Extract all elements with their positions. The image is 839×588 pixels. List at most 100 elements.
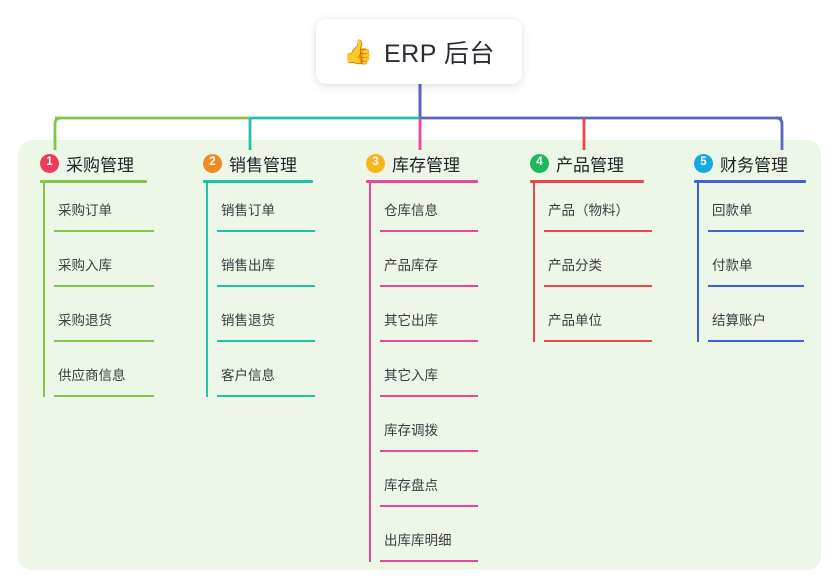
column-5: 5 财务管理回款单付款单结算账户 <box>694 150 806 348</box>
leaf-item-underline <box>544 230 652 232</box>
column-title: 库存管理 <box>392 155 460 175</box>
leaf-item-label: 供应商信息 <box>58 368 126 383</box>
branch-spine <box>206 183 208 397</box>
diagram-panel <box>18 140 821 570</box>
leaf-item[interactable]: 销售退货 <box>203 293 315 348</box>
leaf-item[interactable]: 产品单位 <box>530 293 652 348</box>
leaf-item-underline <box>544 285 652 287</box>
column-header-3[interactable]: 3 库存管理 <box>366 150 478 176</box>
column-items: 销售订单销售出库销售退货客户信息 <box>203 183 315 403</box>
column-header-5[interactable]: 5 财务管理 <box>694 150 806 176</box>
leaf-item-label: 销售退货 <box>221 313 275 328</box>
leaf-item-underline <box>380 560 478 562</box>
column-underline <box>366 180 478 183</box>
column-title: 产品管理 <box>556 155 624 175</box>
column-2: 2 销售管理销售订单销售出库销售退货客户信息 <box>203 150 315 403</box>
root-title: ERP 后台 <box>383 39 495 68</box>
column-3: 3 库存管理仓库信息产品库存其它出库其它入库库存调拨库存盘点出库库明细 <box>366 150 478 568</box>
leaf-item-label: 出库库明细 <box>384 533 452 548</box>
branch-spine <box>533 183 535 342</box>
leaf-item[interactable]: 产品（物料） <box>530 183 652 238</box>
leaf-item[interactable]: 出库库明细 <box>366 513 478 568</box>
branch-spine <box>369 183 371 562</box>
leaf-item-underline <box>217 395 315 397</box>
leaf-item[interactable]: 库存盘点 <box>366 458 478 513</box>
leaf-item-label: 仓库信息 <box>384 203 438 218</box>
leaf-item-underline <box>217 340 315 342</box>
leaf-item-underline <box>217 285 315 287</box>
leaf-item-underline <box>380 395 478 397</box>
leaf-item[interactable]: 采购入库 <box>40 238 154 293</box>
leaf-item[interactable]: 销售订单 <box>203 183 315 238</box>
column-badge-icon: 2 <box>203 153 222 173</box>
leaf-item[interactable]: 供应商信息 <box>40 348 154 403</box>
column-items: 仓库信息产品库存其它出库其它入库库存调拨库存盘点出库库明细 <box>366 183 478 568</box>
leaf-item-underline <box>380 340 478 342</box>
leaf-item-underline <box>54 285 154 287</box>
leaf-item[interactable]: 产品库存 <box>366 238 478 293</box>
leaf-item[interactable]: 库存调拨 <box>366 403 478 458</box>
root-node[interactable]: 👍 ERP 后台 <box>316 19 522 84</box>
leaf-item-label: 产品库存 <box>384 258 438 273</box>
leaf-item-label: 结算账户 <box>712 313 766 328</box>
column-title: 采购管理 <box>66 155 134 175</box>
leaf-item[interactable]: 产品分类 <box>530 238 652 293</box>
leaf-item-underline <box>380 285 478 287</box>
column-underline <box>530 180 644 183</box>
leaf-item-underline <box>380 505 478 507</box>
leaf-item[interactable]: 其它入库 <box>366 348 478 403</box>
column-4: 4 产品管理产品（物料） 产品分类产品单位 <box>530 150 652 348</box>
leaf-item-label: 其它入库 <box>384 368 438 383</box>
leaf-item-underline <box>708 230 804 232</box>
column-underline <box>203 180 313 183</box>
thumbs-up-icon: 👍 <box>343 37 373 66</box>
branch-spine <box>43 183 45 397</box>
leaf-item-label: 库存调拨 <box>384 423 438 438</box>
column-1: 1 采购管理采购订单采购入库采购退货供应商信息 <box>40 150 154 403</box>
leaf-item-label: 客户信息 <box>221 368 275 383</box>
column-underline <box>694 180 806 183</box>
column-items: 产品（物料） 产品分类产品单位 <box>530 183 652 348</box>
leaf-item[interactable]: 结算账户 <box>694 293 806 348</box>
leaf-item[interactable]: 采购订单 <box>40 183 154 238</box>
column-title: 销售管理 <box>229 155 297 175</box>
column-badge-icon: 3 <box>366 153 385 173</box>
column-items: 采购订单采购入库采购退货供应商信息 <box>40 183 154 403</box>
column-header-2[interactable]: 2 销售管理 <box>203 150 313 176</box>
column-items: 回款单付款单结算账户 <box>694 183 806 348</box>
column-badge-icon: 1 <box>40 153 59 173</box>
column-badge-icon: 5 <box>694 153 713 173</box>
leaf-item-underline <box>380 230 478 232</box>
leaf-item[interactable]: 付款单 <box>694 238 806 293</box>
column-title: 财务管理 <box>720 155 788 175</box>
leaf-item-label: 采购退货 <box>58 313 112 328</box>
leaf-item[interactable]: 其它出库 <box>366 293 478 348</box>
leaf-item-underline <box>380 450 478 452</box>
leaf-item-underline <box>54 340 154 342</box>
leaf-item[interactable]: 销售出库 <box>203 238 315 293</box>
leaf-item-label: 销售出库 <box>221 258 275 273</box>
column-header-1[interactable]: 1 采购管理 <box>40 150 147 176</box>
leaf-item-underline <box>708 285 804 287</box>
leaf-item-label: 其它出库 <box>384 313 438 328</box>
column-underline <box>40 180 147 183</box>
leaf-item-underline <box>54 230 154 232</box>
leaf-item-underline <box>708 340 804 342</box>
leaf-item-label: 产品（物料） <box>548 203 629 218</box>
leaf-item-label: 采购入库 <box>58 258 112 273</box>
leaf-item-label: 销售订单 <box>221 203 275 218</box>
leaf-item[interactable]: 回款单 <box>694 183 806 238</box>
column-header-4[interactable]: 4 产品管理 <box>530 150 644 176</box>
leaf-item-label: 库存盘点 <box>384 478 438 493</box>
leaf-item-underline <box>544 340 652 342</box>
branch-spine <box>697 183 699 342</box>
column-badge-icon: 4 <box>530 153 549 173</box>
leaf-item[interactable]: 采购退货 <box>40 293 154 348</box>
leaf-item[interactable]: 客户信息 <box>203 348 315 403</box>
leaf-item-label: 回款单 <box>712 203 753 218</box>
leaf-item[interactable]: 仓库信息 <box>366 183 478 238</box>
leaf-item-label: 付款单 <box>712 258 753 273</box>
leaf-item-underline <box>54 395 154 397</box>
leaf-item-label: 产品分类 <box>548 258 602 273</box>
